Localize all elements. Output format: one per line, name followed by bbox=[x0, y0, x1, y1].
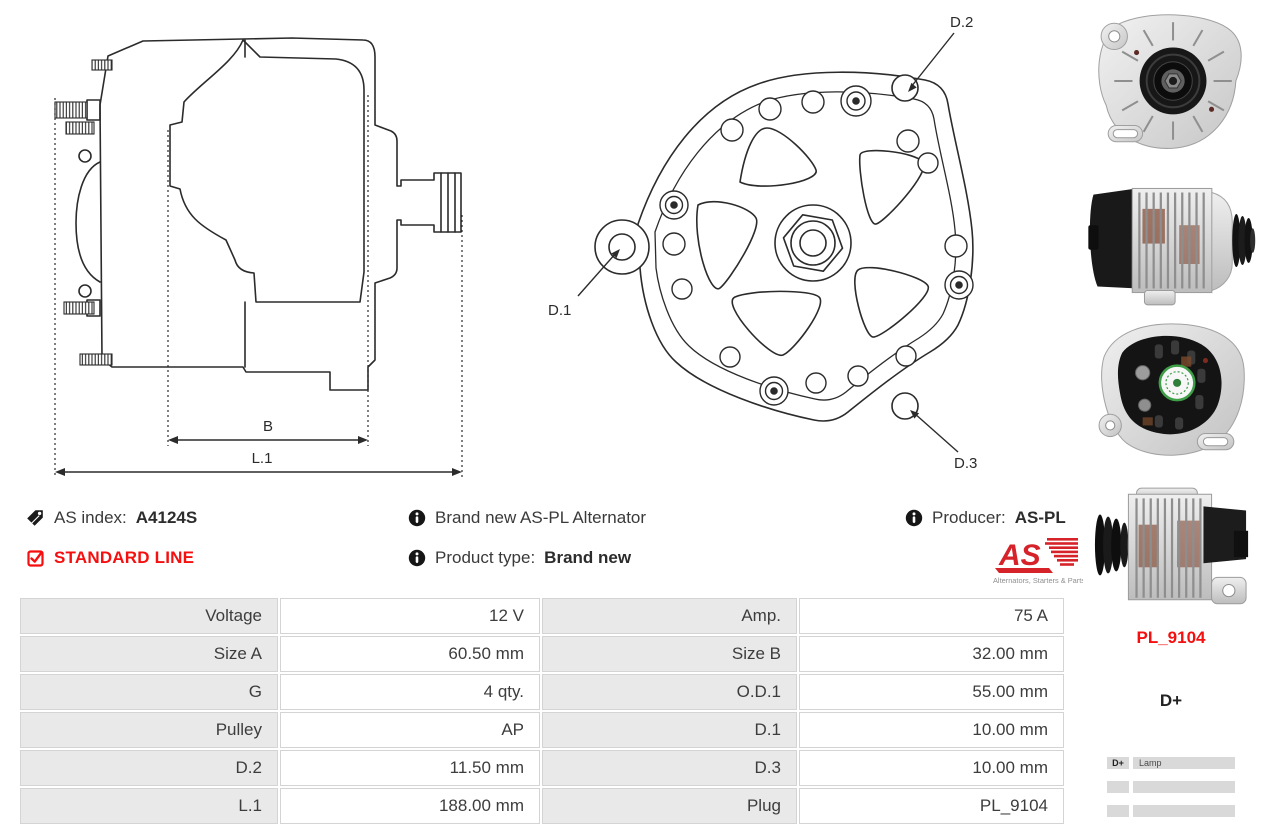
description-field: Brand new AS-PL Alternator bbox=[408, 506, 646, 530]
d1-label: D.1 bbox=[548, 302, 571, 319]
as-index-field: AS index: A4124S bbox=[25, 506, 197, 530]
spec-label-cell: Size A bbox=[20, 636, 278, 672]
spec-value-cell: 60.50 mm bbox=[280, 636, 540, 672]
dimension-l1: L.1 bbox=[55, 450, 462, 476]
spec-value-cell: 75 A bbox=[799, 598, 1064, 634]
pin-name-cell: D+ bbox=[1107, 757, 1129, 769]
pin-function-cell bbox=[1133, 805, 1235, 817]
spec-value-cell: 4 qty. bbox=[280, 674, 540, 710]
spec-label-cell: O.D.1 bbox=[542, 674, 797, 710]
plug-panel: PL_9104 D+ D+ Lamp bbox=[1085, 620, 1257, 829]
as-index-label: AS index: bbox=[54, 508, 127, 527]
spec-label-cell: Amp. bbox=[542, 598, 797, 634]
spec-label-cell: L.1 bbox=[20, 788, 278, 824]
dimension-b: B bbox=[168, 418, 368, 444]
as-index-value: A4124S bbox=[135, 508, 198, 527]
plug-code: PL_9104 bbox=[1136, 628, 1206, 647]
spec-value-cell: 10.00 mm bbox=[799, 750, 1064, 786]
technical-drawing-rear-view: D.1 D.2 D.3 bbox=[548, 14, 977, 472]
info-icon bbox=[905, 509, 923, 527]
plug-pin-table: D+ Lamp bbox=[1107, 757, 1235, 817]
hole-callouts bbox=[577, 32, 959, 453]
tag-icon bbox=[27, 510, 43, 526]
logo-text: AS bbox=[998, 539, 1041, 572]
pin-row: D+ Lamp bbox=[1107, 757, 1235, 769]
standard-line-label: STANDARD LINE bbox=[54, 548, 195, 567]
pin-function-cell: Lamp bbox=[1133, 757, 1235, 769]
spec-value-cell: 55.00 mm bbox=[799, 674, 1064, 710]
producer-field: Producer: AS-PL bbox=[905, 506, 1066, 530]
spec-value-cell: 12 V bbox=[280, 598, 540, 634]
producer-value: AS-PL bbox=[1014, 508, 1066, 527]
as-pl-logo: AS Alternators, Starters & Parts bbox=[993, 538, 1083, 585]
spec-label-cell: Size B bbox=[542, 636, 797, 672]
spec-value-cell: 10.00 mm bbox=[799, 712, 1064, 748]
pin-row bbox=[1107, 805, 1235, 817]
producer-label: Producer: bbox=[932, 508, 1006, 527]
info-icon bbox=[408, 549, 426, 567]
product-photo-side-pulley-left bbox=[1082, 476, 1258, 618]
product-type-label: Product type: bbox=[435, 548, 536, 567]
spec-label-cell: D.3 bbox=[542, 750, 797, 786]
spec-label-cell: Plug bbox=[542, 788, 797, 824]
product-photo-side-pulley-right bbox=[1082, 166, 1258, 314]
checkbox-checked-icon bbox=[27, 550, 44, 567]
product-photo-front bbox=[1082, 8, 1258, 160]
spec-value-cell: AP bbox=[280, 712, 540, 748]
spec-value-cell: 11.50 mm bbox=[280, 750, 540, 786]
pin-row bbox=[1107, 781, 1235, 793]
spec-label-cell: D.1 bbox=[542, 712, 797, 748]
product-type-value: Brand new bbox=[544, 548, 632, 567]
spec-value-cell: PL_9104 bbox=[799, 788, 1064, 824]
pin-name-cell bbox=[1107, 805, 1129, 817]
description-text: Brand new AS-PL Alternator bbox=[435, 508, 647, 527]
info-icon bbox=[408, 509, 426, 527]
spec-label-cell: G bbox=[20, 674, 278, 710]
pin-name-cell bbox=[1107, 781, 1129, 793]
d2-label: D.2 bbox=[950, 14, 973, 31]
product-type-field: Product type: Brand new bbox=[408, 546, 631, 570]
spec-label-cell: Pulley bbox=[20, 712, 278, 748]
spec-label-cell: Voltage bbox=[20, 598, 278, 634]
dimension-l1-label: L.1 bbox=[252, 450, 273, 467]
product-photo-rear bbox=[1082, 316, 1258, 468]
spec-table: Voltage 12 V Amp. 75 A Size A 60.50 mm S… bbox=[20, 598, 1064, 824]
standard-line-badge: STANDARD LINE bbox=[27, 546, 194, 570]
dimension-b-label: B bbox=[263, 418, 273, 435]
extension-lines bbox=[54, 95, 463, 478]
spec-value-cell: 188.00 mm bbox=[280, 788, 540, 824]
technical-drawing-side-view: B L.1 bbox=[54, 37, 463, 478]
spec-value-cell: 32.00 mm bbox=[799, 636, 1064, 672]
plug-terminal: D+ bbox=[1159, 691, 1183, 710]
spec-label-cell: D.2 bbox=[20, 750, 278, 786]
d3-label: D.3 bbox=[954, 455, 977, 472]
pin-function-cell bbox=[1133, 781, 1235, 793]
logo-caption: Alternators, Starters & Parts bbox=[993, 576, 1083, 585]
mounting-studs bbox=[54, 59, 113, 366]
